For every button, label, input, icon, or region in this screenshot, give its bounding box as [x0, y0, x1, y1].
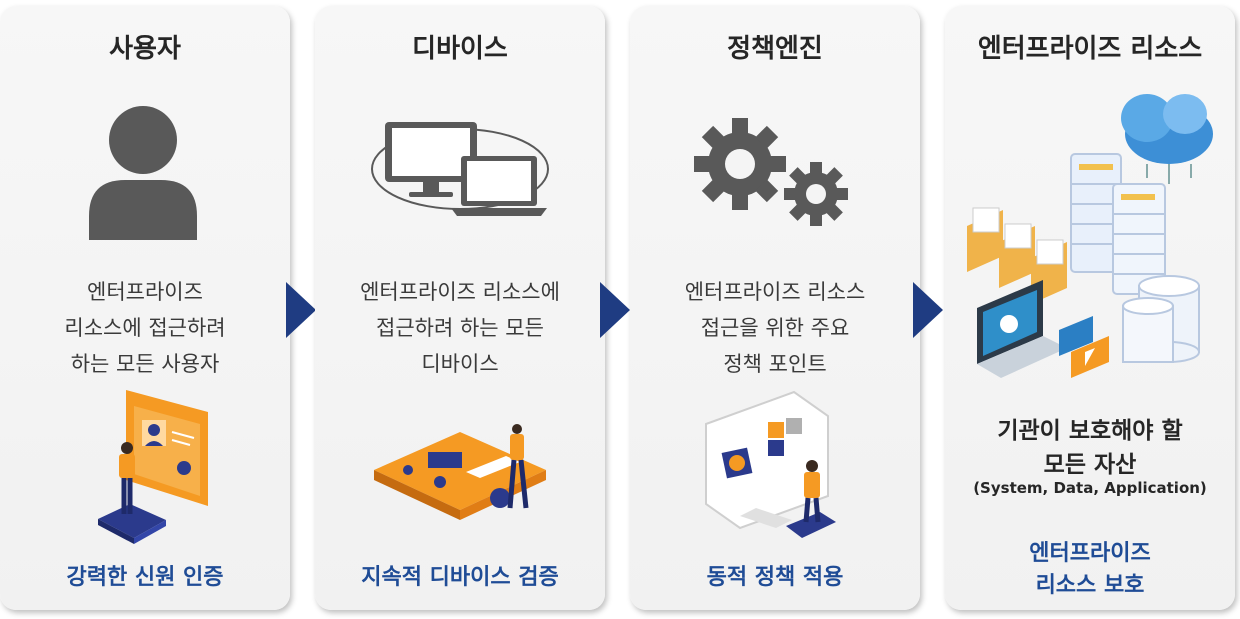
card-description: 엔터프라이즈 리소스에 접근하려 하는 모든 사용자: [64, 280, 226, 376]
card-policy-engine: 정책엔진: [630, 6, 920, 610]
card-device: 디바이스 엔터프라이즈 리소스에 접근하려 하는 모든 디바이스: [315, 6, 605, 610]
gears-icon: [694, 118, 848, 226]
media-icon: [1059, 316, 1109, 378]
card-description: 엔터프라이즈 리소스에 접근하려 하는 모든 디바이스: [360, 280, 560, 376]
flow-arrow-1: [286, 282, 316, 338]
flow-arrow-2: [600, 282, 630, 338]
flow-arrow-3: [913, 282, 943, 338]
asset-examples: (System, Data, Application): [973, 479, 1207, 497]
enterprise-resources-illustration: [967, 94, 1213, 378]
server-icon: [1070, 153, 1166, 295]
user-icon: [89, 106, 197, 240]
card-footer: 지속적 디바이스 검증: [361, 565, 559, 590]
device-verification-illustration: [374, 424, 546, 520]
card-title: 정책엔진: [727, 34, 823, 64]
card-user: 사용자 엔터프라이즈 리소스에 접근하려 하는 모든 사용자: [0, 6, 290, 610]
laptop-icon: [977, 280, 1067, 378]
card-footer: 동적 정책 적용: [706, 565, 844, 590]
database-icon: [1122, 275, 1200, 363]
policy-application-illustration: [705, 390, 836, 538]
folder-icon: [967, 207, 1067, 304]
identity-verification-illustration: [98, 390, 208, 544]
card-enterprise-resource: 엔터프라이즈 리소스: [945, 6, 1235, 610]
card-title: 엔터프라이즈 리소스: [977, 34, 1203, 64]
asset-description: 기관이 보호해야 할 모든 자산: [997, 418, 1183, 478]
card-footer: 강력한 신원 인증: [66, 565, 224, 590]
card-title: 디바이스: [412, 34, 508, 64]
card-description: 엔터프라이즈 리소스 접근을 위한 주요 정책 포인트: [684, 280, 866, 376]
devices-icon: [371, 122, 549, 216]
card-footer: 엔터프라이즈 리소스 보호: [1029, 541, 1151, 598]
cloud-icon: [1121, 94, 1213, 184]
card-title: 사용자: [109, 34, 181, 64]
